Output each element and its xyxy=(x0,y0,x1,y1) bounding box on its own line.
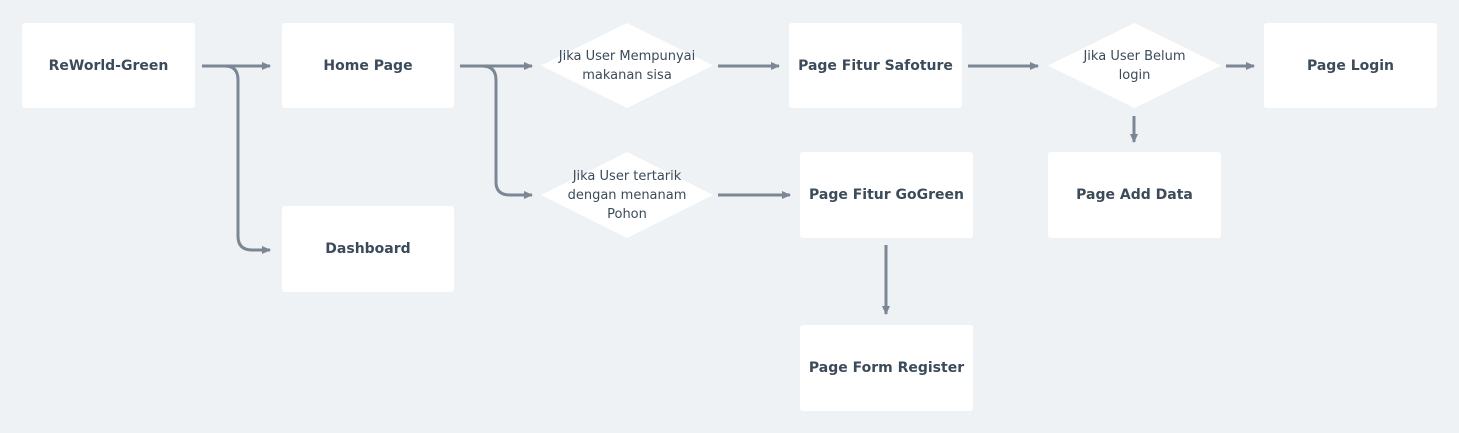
decision-diamond-shape xyxy=(541,23,713,108)
node-reworld-green: ReWorld-Green xyxy=(22,23,195,108)
decision-belum-login: Jika User Belum login xyxy=(1048,23,1221,108)
decision-diamond-shape xyxy=(1048,23,1221,108)
node-page-fitur-safoture: Page Fitur Safoture xyxy=(789,23,962,108)
edge-home-to-decision-tanam xyxy=(481,64,533,199)
decision-login-label: Jika User Belum login xyxy=(1083,48,1186,83)
node-page-fitur-gogreen: Page Fitur GoGreen xyxy=(800,152,973,238)
node-home-page: Home Page xyxy=(282,23,454,108)
decision-menanam-pohon: Jika User tertarik dengan menanam Pohon xyxy=(541,152,713,238)
decision-makanan-label: Jika User Mempunyai makanan sisa xyxy=(558,48,696,83)
node-dashboard: Dashboard xyxy=(282,206,454,292)
node-page-add-data: Page Add Data xyxy=(1048,152,1221,238)
edge-reworld-to-dashboard xyxy=(224,64,271,254)
decision-tanam-label: Jika User tertarik dengan menanam Pohon xyxy=(567,168,687,222)
node-page-login: Page Login xyxy=(1264,23,1437,108)
decision-makanan-sisa: Jika User Mempunyai makanan sisa xyxy=(541,23,713,108)
node-page-form-register: Page Form Register xyxy=(800,325,973,411)
decision-diamond-shape xyxy=(541,152,713,238)
